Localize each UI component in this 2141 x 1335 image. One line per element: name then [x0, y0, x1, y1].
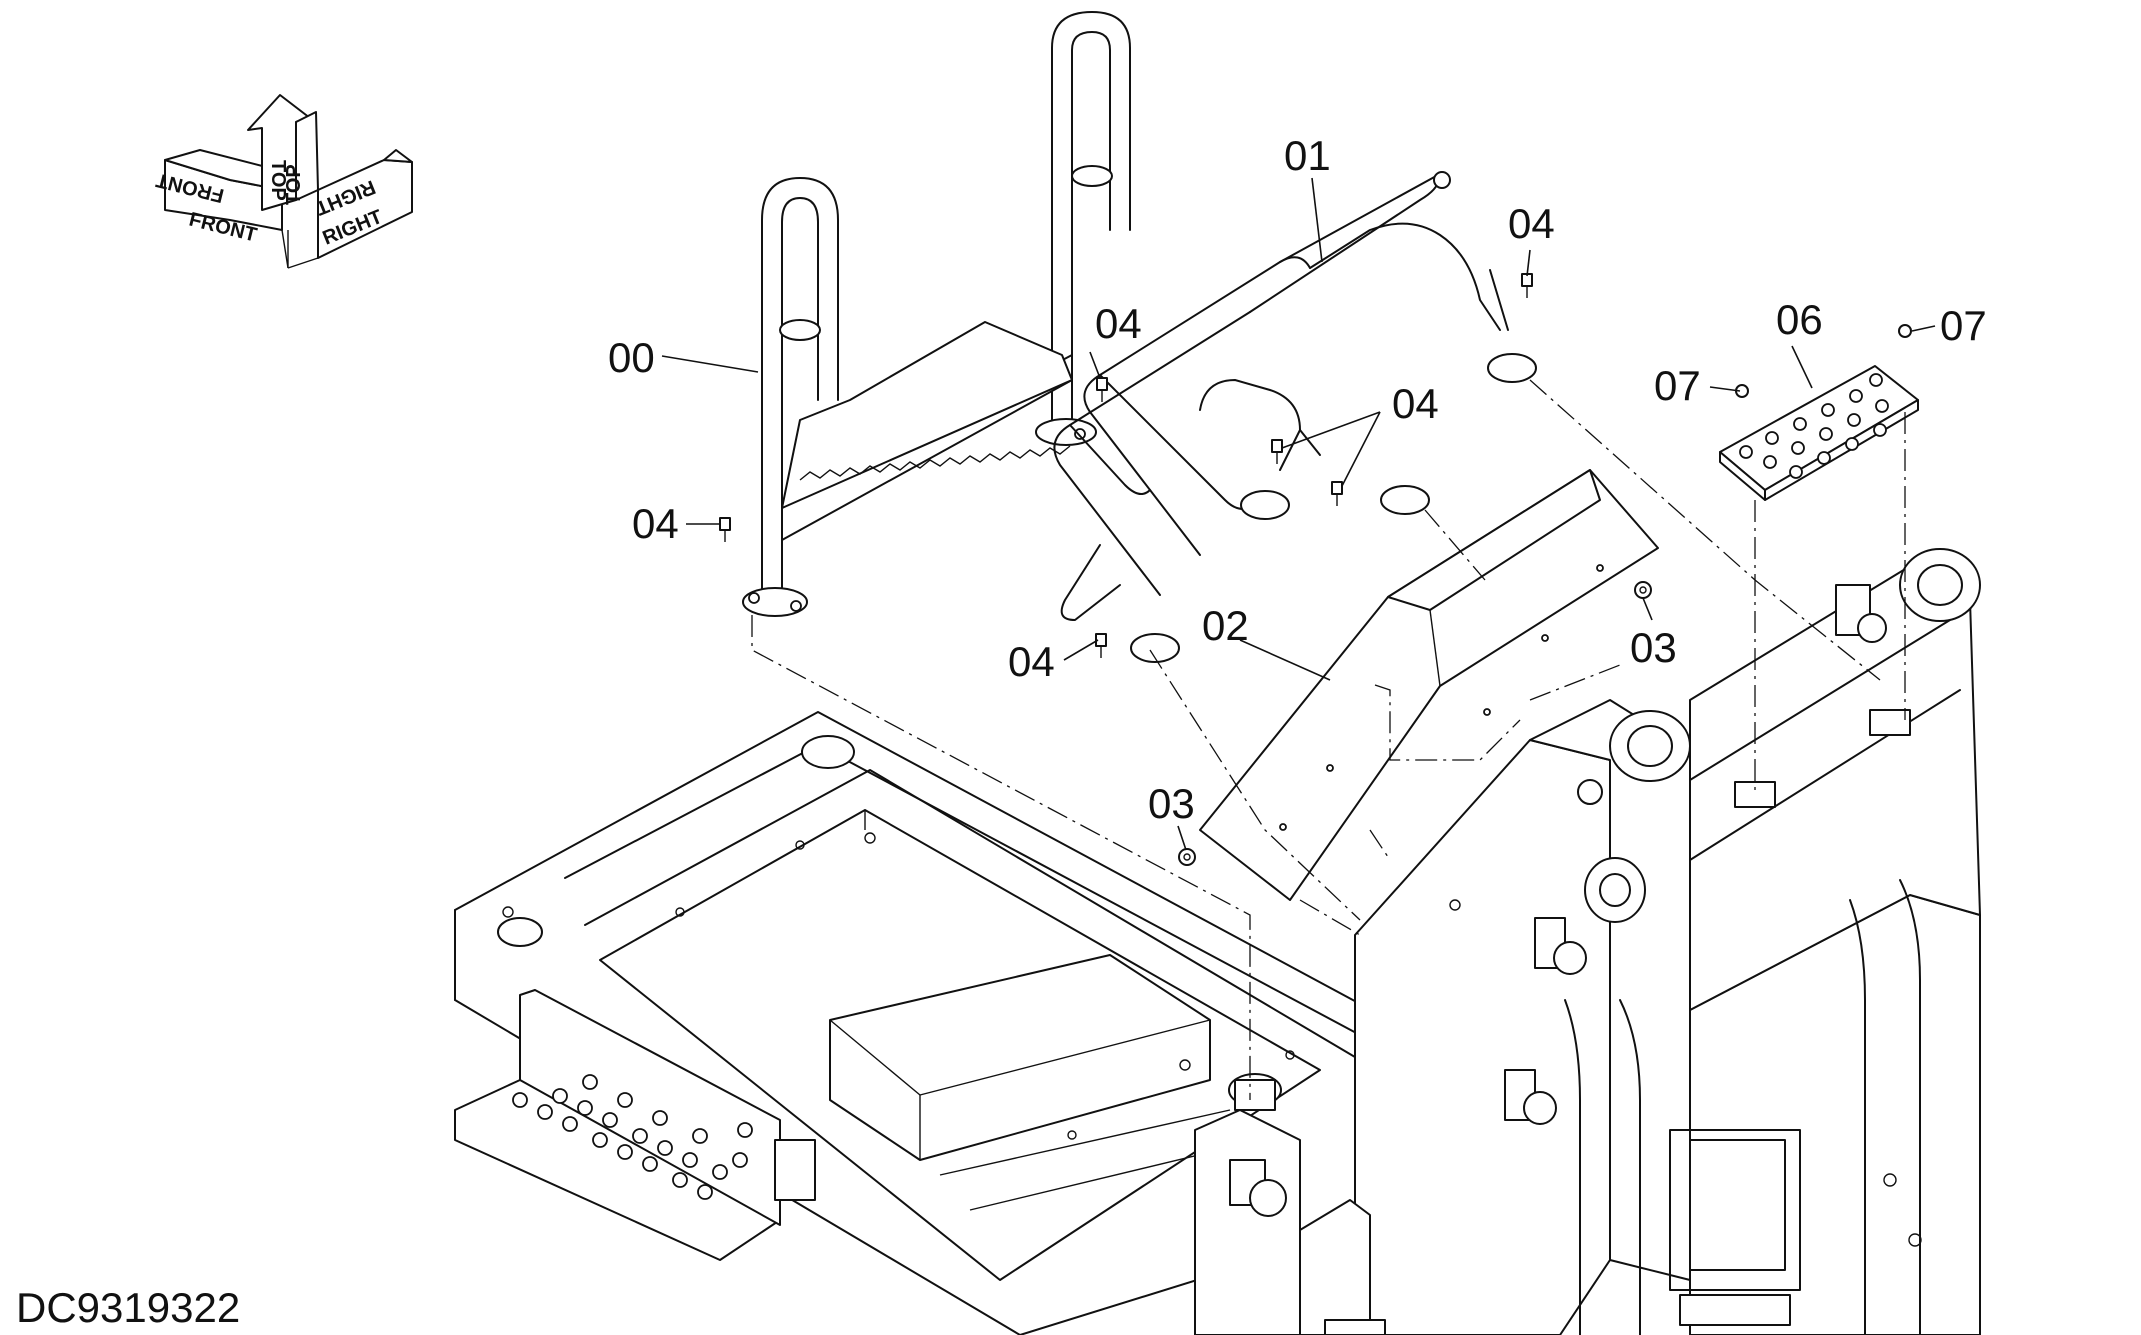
callout-04-middle: 04: [1392, 380, 1439, 427]
bolt-03-b: [1634, 581, 1652, 599]
step-plate-holes: [1739, 373, 1889, 479]
front-step-holes: [512, 1074, 753, 1200]
part-06-step-plate: [1719, 365, 1919, 501]
leader-lines: [661, 177, 1936, 851]
part-00-step-ladder: [742, 11, 1131, 617]
callout-01: 01: [1284, 132, 1331, 179]
callout-03-left: 03: [1148, 780, 1195, 827]
main-frame: [454, 548, 1981, 1335]
callout-03-right: 03: [1630, 624, 1677, 671]
callout-02: 02: [1202, 602, 1249, 649]
orientation-label-top-mirror: TOP: [283, 164, 305, 205]
callout-04-lower: 04: [1008, 638, 1055, 685]
bolt-07-b: [1898, 324, 1912, 338]
orientation-label-top: TOP: [267, 160, 289, 201]
bolt-04-b: [1096, 377, 1108, 402]
bolt-03-a: [1178, 848, 1196, 866]
callout-07-left: 07: [1654, 362, 1701, 409]
callout-07-right: 07: [1940, 302, 1987, 349]
callout-04-ladder: 04: [632, 500, 679, 547]
callout-04-top: 04: [1508, 200, 1555, 247]
bolt-04-c: [1521, 273, 1533, 298]
drawing-code: DC9319322: [16, 1284, 240, 1331]
bolt-04-e: [1331, 481, 1343, 506]
callout-06: 06: [1776, 296, 1823, 343]
bolts: [719, 273, 1912, 866]
callout-labels: 00 01 02 03 03 04 04 04 04 04 06 07 07: [608, 132, 1987, 827]
callout-04-handrail: 04: [1095, 300, 1142, 347]
assembly-centerlines: [751, 379, 1906, 1100]
bolt-04-a: [719, 517, 731, 542]
callout-00: 00: [608, 334, 655, 381]
orientation-symbol: FRONT FRONT TOP TOP RIGHT RIGHT: [154, 94, 413, 269]
bolt-04-f: [1095, 633, 1107, 658]
part-01-side-ladder: [1053, 171, 1537, 663]
part-02-cover-plate: [1199, 469, 1659, 901]
bolt-04-d: [1271, 439, 1283, 464]
